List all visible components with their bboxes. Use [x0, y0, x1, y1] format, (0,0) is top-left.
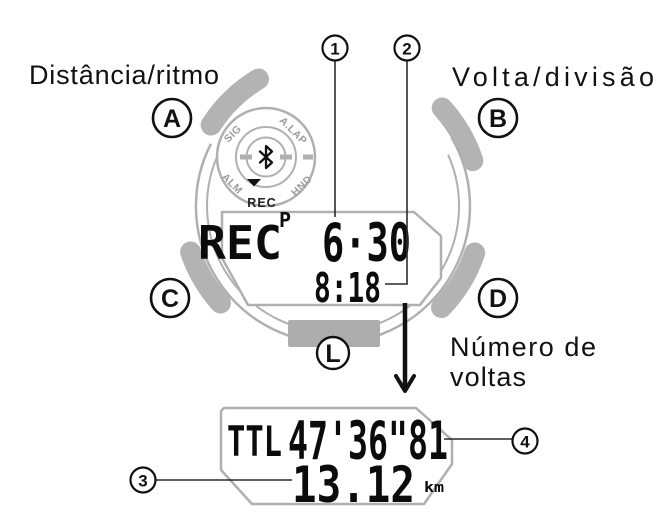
- rec-pointer-icon: [247, 179, 261, 187]
- callout-3-label: 3: [138, 472, 147, 491]
- callout-4-label: 4: [520, 433, 530, 452]
- button-b-body: [431, 97, 484, 172]
- callout-3-circle: [129, 466, 157, 494]
- upper-lcd-pace: 6·30: [322, 213, 411, 274]
- leader-line-2: [385, 61, 408, 285]
- upper-lcd-mode: REC: [198, 216, 282, 270]
- dial-rec-label: REC: [247, 196, 276, 210]
- down-arrow-icon: [394, 303, 416, 393]
- button-b-label: B: [489, 105, 507, 133]
- upper-lcd: REC P 6·30 8:18: [198, 208, 443, 312]
- button-c-body: [180, 241, 231, 314]
- watch-dial: SIG A.LAP ALM HND REC: [215, 106, 317, 210]
- lower-lcd-unit: km: [424, 480, 444, 496]
- button-labels: A B C D L: [149, 97, 519, 371]
- lower-lcd-total-time: 47'36"81: [288, 411, 448, 472]
- callout-4-circle: [511, 427, 539, 455]
- upper-lcd-laptime: 8:18: [314, 264, 381, 312]
- button-a-circle: [151, 97, 193, 139]
- upper-lcd-outline: [220, 210, 443, 307]
- button-d-label: D: [489, 285, 507, 313]
- callout-1-circle: [321, 34, 349, 62]
- label-lap-split: Volta/divisão: [452, 62, 654, 92]
- button-b-circle: [477, 97, 519, 139]
- label-distance-pace: Distância/ritmo: [29, 60, 219, 90]
- upper-lcd-flag: P: [279, 208, 291, 232]
- lower-lcd-mode: TTL: [227, 417, 282, 466]
- label-lap-count-line2: voltas: [450, 362, 526, 392]
- numbered-callouts: 1 2 3 4: [129, 34, 539, 494]
- button-l-circle: [315, 335, 351, 371]
- button-l-label: L: [325, 340, 340, 368]
- button-c-circle: [149, 277, 191, 319]
- button-a-label: A: [163, 105, 181, 133]
- callout-2-label: 2: [402, 40, 411, 59]
- lower-lcd: TTL 47'36"81 13.12 km: [219, 406, 454, 514]
- callout-1-label: 1: [330, 40, 339, 59]
- button-c-label: C: [161, 285, 179, 313]
- callout-2-circle: [393, 34, 421, 62]
- button-a-body: [200, 68, 269, 136]
- button-d-circle: [477, 277, 519, 319]
- bluetooth-icon: [258, 144, 274, 170]
- button-l-body: [288, 320, 380, 347]
- lower-lcd-distance: 13.12: [292, 456, 415, 514]
- label-lap-count-line1: Número de: [450, 332, 596, 362]
- button-d-body: [431, 242, 486, 318]
